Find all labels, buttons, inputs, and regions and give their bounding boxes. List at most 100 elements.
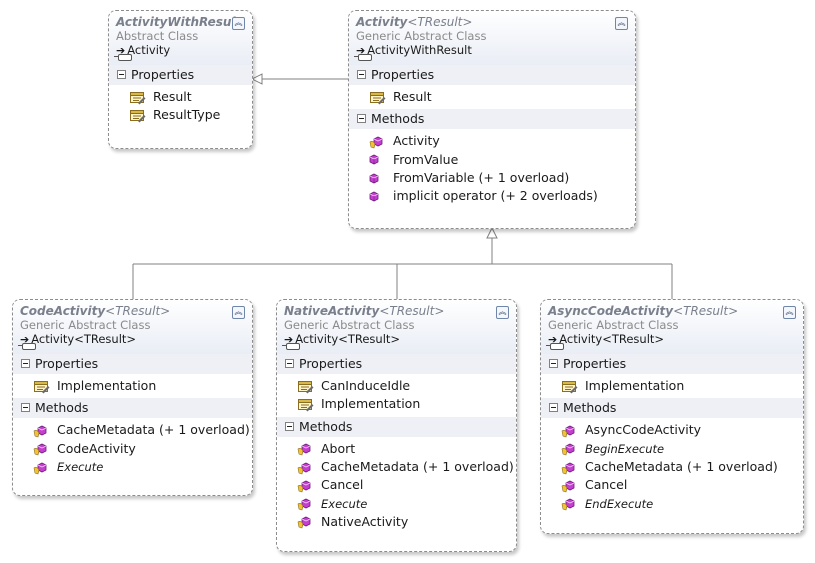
class-header: AsyncCodeActivity<TResult> Generic Abstr… bbox=[541, 300, 803, 354]
class-title: Activity<TResult> bbox=[356, 15, 473, 29]
method-item[interactable]: Abort bbox=[277, 440, 516, 458]
minus-toggle-icon[interactable] bbox=[285, 421, 294, 431]
method-item[interactable]: CodeActivity bbox=[13, 440, 252, 458]
minus-toggle-icon[interactable] bbox=[357, 114, 366, 124]
method-item[interactable]: implicit operator (+ 2 overloads) bbox=[349, 187, 635, 205]
base-class: ➔ActivityWithResult bbox=[356, 43, 472, 58]
property-item[interactable]: Implementation bbox=[541, 377, 803, 395]
protected-method-icon bbox=[297, 516, 311, 529]
property-icon bbox=[130, 91, 146, 105]
right-arrow-icon: ➔ bbox=[356, 44, 366, 57]
methods-list: CacheMetadata (+ 1 overload) CodeActivit… bbox=[13, 418, 252, 479]
protected-method-icon bbox=[297, 480, 311, 493]
properties-list: Implementation bbox=[541, 374, 803, 398]
method-icon bbox=[369, 191, 379, 202]
inherit-arrowhead-activity bbox=[486, 226, 498, 239]
double-chevron-up-icon[interactable]: ︽ bbox=[496, 306, 509, 319]
method-item[interactable]: Cancel bbox=[277, 476, 516, 494]
properties-section-header[interactable]: Properties bbox=[541, 354, 803, 374]
class-activity-with-result[interactable]: ActivityWithResult Abstract Class ➔Activ… bbox=[108, 10, 253, 149]
methods-list: Activity FromValue FromVariable (+ 1 ove… bbox=[349, 129, 635, 208]
protected-method-icon bbox=[33, 443, 47, 456]
minus-toggle-icon[interactable] bbox=[21, 403, 30, 413]
inherit-arrowhead-activitywithresult bbox=[250, 73, 263, 85]
method-item[interactable]: CacheMetadata (+ 1 overload) bbox=[13, 421, 252, 439]
class-async-code-activity[interactable]: AsyncCodeActivity<TResult> Generic Abstr… bbox=[540, 299, 804, 534]
property-icon bbox=[298, 380, 314, 394]
interface-lollipop-icon bbox=[18, 343, 36, 350]
method-item[interactable]: FromVariable (+ 1 overload) bbox=[349, 169, 635, 187]
protected-method-icon bbox=[297, 462, 311, 474]
methods-section-header[interactable]: Methods bbox=[277, 416, 516, 437]
methods-section-header[interactable]: Methods bbox=[349, 109, 635, 130]
class-kind: Generic Abstract Class bbox=[548, 318, 679, 332]
protected-method-icon bbox=[33, 425, 47, 438]
method-item[interactable]: CacheMetadata (+ 1 overload) bbox=[277, 458, 516, 476]
properties-list: Implementation bbox=[13, 374, 252, 398]
protected-method-icon bbox=[369, 136, 383, 149]
method-item[interactable]: Execute bbox=[277, 494, 516, 512]
class-title: NativeActivity<TResult> bbox=[284, 304, 445, 318]
property-item[interactable]: Implementation bbox=[277, 395, 516, 413]
methods-section-header[interactable]: Methods bbox=[541, 398, 803, 419]
right-arrow-icon: ➔ bbox=[284, 333, 294, 346]
class-header: ActivityWithResult Abstract Class ➔Activ… bbox=[109, 11, 252, 65]
properties-section-header[interactable]: Properties bbox=[13, 354, 252, 374]
properties-section-header[interactable]: Properties bbox=[277, 354, 516, 374]
method-item[interactable]: FromValue bbox=[349, 151, 635, 169]
method-item[interactable]: Cancel bbox=[541, 476, 803, 494]
properties-list: Result ResultType bbox=[109, 85, 252, 128]
double-chevron-up-icon[interactable]: ︽ bbox=[783, 306, 796, 319]
protected-method-icon bbox=[297, 443, 311, 456]
class-native-activity[interactable]: NativeActivity<TResult> Generic Abstract… bbox=[276, 299, 517, 552]
class-title: CodeActivity<TResult> bbox=[20, 304, 171, 318]
minus-toggle-icon[interactable] bbox=[549, 403, 558, 413]
property-icon bbox=[298, 398, 314, 412]
property-item[interactable]: Result bbox=[109, 88, 252, 106]
methods-section-header[interactable]: Methods bbox=[13, 398, 252, 419]
protected-method-icon bbox=[561, 498, 575, 511]
class-code-activity[interactable]: CodeActivity<TResult> Generic Abstract C… bbox=[12, 299, 253, 496]
protected-method-icon bbox=[297, 498, 311, 511]
class-header: Activity<TResult> Generic Abstract Class… bbox=[349, 11, 635, 65]
minus-toggle-icon[interactable] bbox=[117, 70, 126, 79]
minus-toggle-icon[interactable] bbox=[21, 359, 30, 368]
protected-method-icon bbox=[561, 480, 575, 493]
class-title: AsyncCodeActivity<TResult> bbox=[548, 304, 739, 318]
property-item[interactable]: Implementation bbox=[13, 377, 252, 395]
right-arrow-icon: ➔ bbox=[20, 333, 30, 346]
class-header: NativeActivity<TResult> Generic Abstract… bbox=[277, 300, 516, 354]
method-item[interactable]: CacheMetadata (+ 1 overload) bbox=[541, 458, 803, 476]
minus-toggle-icon[interactable] bbox=[285, 359, 294, 368]
double-chevron-up-icon[interactable]: ︽ bbox=[232, 306, 245, 319]
property-item[interactable]: CanInduceIdle bbox=[277, 377, 516, 395]
double-chevron-up-icon[interactable]: ︽ bbox=[232, 17, 245, 30]
minus-toggle-icon[interactable] bbox=[357, 70, 366, 79]
class-kind: Abstract Class bbox=[116, 29, 199, 43]
properties-list: CanInduceIdle Implementation bbox=[277, 374, 516, 417]
property-item[interactable]: ResultType bbox=[109, 106, 252, 124]
property-item[interactable]: Result bbox=[349, 88, 635, 106]
properties-section-header[interactable]: Properties bbox=[109, 65, 252, 85]
protected-method-icon bbox=[561, 425, 575, 438]
method-item[interactable]: EndExecute bbox=[541, 494, 803, 512]
base-class: ➔Activity<TResult> bbox=[284, 332, 401, 347]
method-item[interactable]: NativeActivity bbox=[277, 513, 516, 531]
double-chevron-up-icon[interactable]: ︽ bbox=[615, 17, 628, 30]
methods-list: AsyncCodeActivity BeginExecute CacheMeta… bbox=[541, 418, 803, 515]
method-item[interactable]: Execute bbox=[13, 458, 252, 476]
interface-lollipop-icon bbox=[282, 343, 300, 350]
minus-toggle-icon[interactable] bbox=[549, 359, 558, 368]
method-item[interactable]: BeginExecute bbox=[541, 440, 803, 458]
properties-section-header[interactable]: Properties bbox=[349, 65, 635, 85]
class-kind: Generic Abstract Class bbox=[356, 29, 487, 43]
base-class: ➔Activity<TResult> bbox=[20, 332, 137, 347]
property-icon bbox=[130, 109, 146, 123]
class-activity[interactable]: Activity<TResult> Generic Abstract Class… bbox=[348, 10, 636, 229]
protected-method-icon bbox=[561, 462, 575, 474]
interface-lollipop-icon bbox=[114, 54, 132, 61]
property-icon bbox=[34, 380, 50, 394]
method-item[interactable]: AsyncCodeActivity bbox=[541, 421, 803, 439]
method-item[interactable]: Activity bbox=[349, 132, 635, 150]
